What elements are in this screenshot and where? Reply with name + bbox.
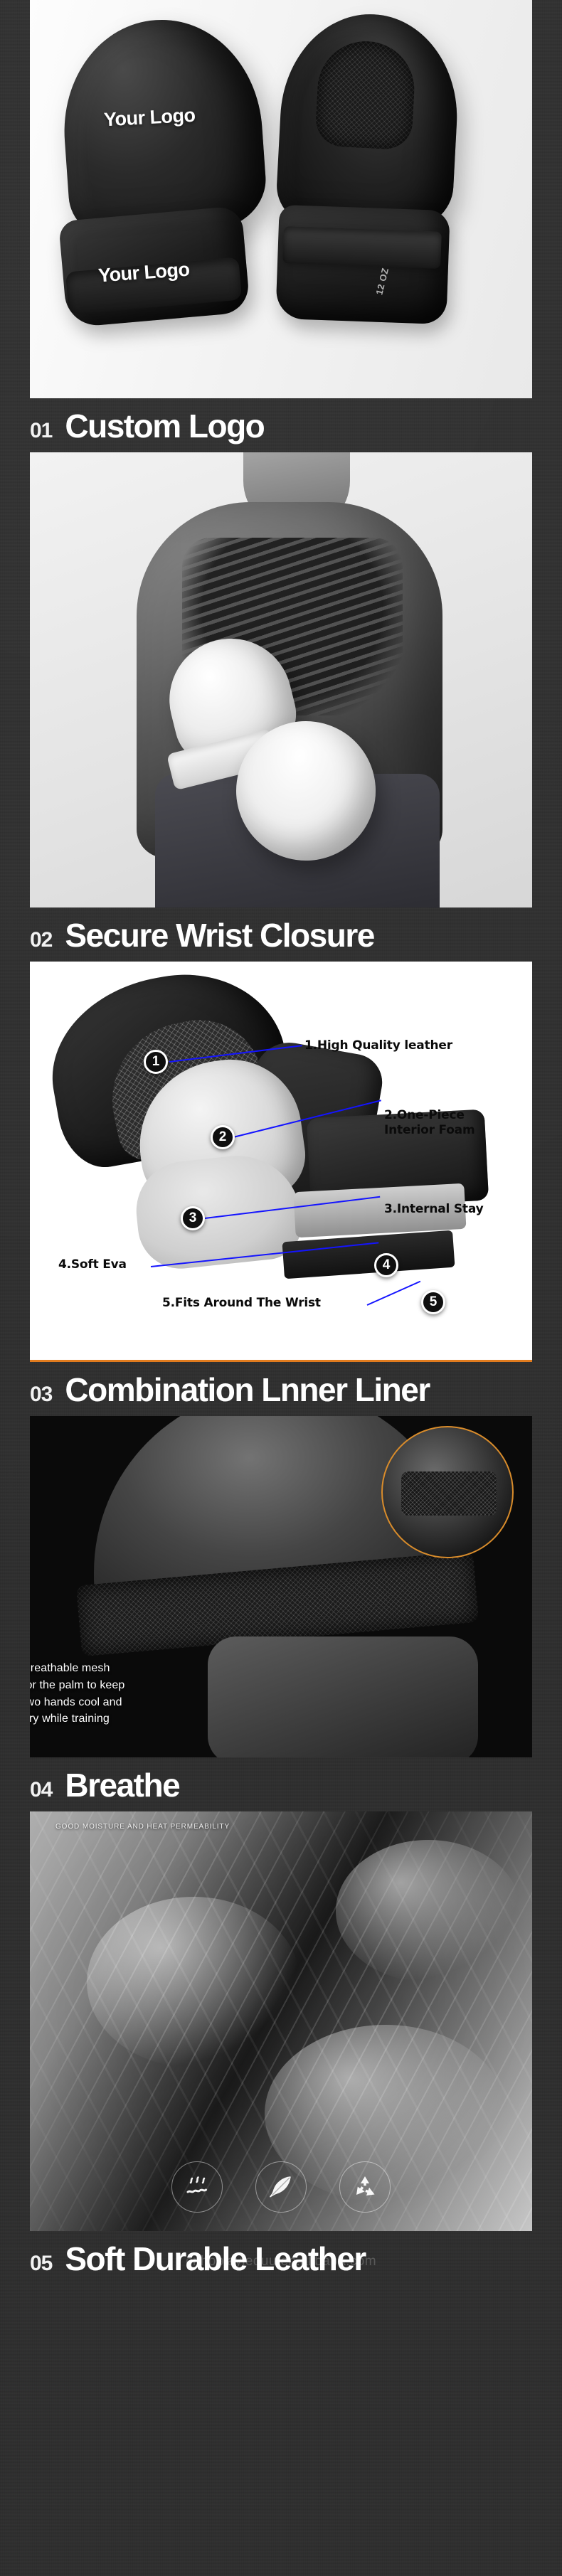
overlay-line-1: Breathable mesh <box>30 1662 110 1675</box>
leather-highlight-a <box>87 1897 300 2067</box>
glove-wrist-strap <box>282 226 442 269</box>
leather-feature-icons <box>30 2161 532 2213</box>
breathable-mesh-photo: Breathable mesh for the palm to keep two… <box>30 1416 532 1757</box>
section-heading-05: 05 Soft Durable Leather <box>0 2231 562 2285</box>
moisture-waves-icon <box>171 2161 223 2213</box>
exploded-diagram: 1 2 3 4 5 1.High Quality leather 2.One-P… <box>30 962 532 1360</box>
section-title: Custom Logo <box>65 408 265 445</box>
overlay-line-3: two hands cool and <box>30 1696 122 1708</box>
callout-badge-3: 3 <box>181 1206 205 1230</box>
callout-badge-4: 4 <box>374 1253 398 1277</box>
recycle-icon <box>339 2161 391 2213</box>
callout-label-5: 5.Fits Around The Wrist <box>162 1296 321 1310</box>
section-title: Soft Durable Leather <box>65 2240 366 2277</box>
section-heading-04: 04 Breathe <box>0 1757 562 1811</box>
callout-badge-5: 5 <box>421 1290 445 1314</box>
section-number: 03 <box>30 1383 53 1406</box>
feather-icon <box>255 2161 307 2213</box>
callout-label-2-line2: Interior Foam <box>384 1122 475 1137</box>
callout-label-1: 1.High Quality leather <box>304 1038 452 1053</box>
section-combination-inner-liner: 1 2 3 4 5 1.High Quality leather 2.One-P… <box>0 962 562 1416</box>
callout-badge-1: 1 <box>144 1050 168 1074</box>
glove-palm <box>208 1636 478 1757</box>
detail-zoom-circle <box>381 1426 514 1558</box>
overlay-line-4: dry while training <box>30 1713 110 1725</box>
section-secure-wrist-closure: 02 Secure Wrist Closure <box>0 452 562 962</box>
leather-highlight-c <box>336 1840 521 1982</box>
section-heading-01: 01 Custom Logo <box>0 398 562 452</box>
breathe-overlay-text: Breathable mesh for the palm to keep two… <box>30 1660 236 1728</box>
section-heading-02: 02 Secure Wrist Closure <box>0 908 562 962</box>
overlay-line-2: for the palm to keep <box>30 1678 125 1691</box>
section-title: Combination Lnner Liner <box>65 1371 430 1408</box>
callout-label-2-line1: 2.One-Piece <box>384 1108 465 1122</box>
section-number: 01 <box>30 419 53 442</box>
section-number: 02 <box>30 928 53 952</box>
section-custom-logo: Your Logo Your Logo 12 OZ 01 Custom Logo <box>0 0 562 452</box>
callout-badge-2: 2 <box>211 1125 235 1149</box>
boxer-photo <box>30 452 532 908</box>
product-detail-page: Your Logo Your Logo 12 OZ 01 Custom Logo… <box>0 0 562 2285</box>
callout-label-4: 4.Soft Eva <box>58 1257 127 1272</box>
callout-label-2: 2.One-Piece Interior Foam <box>384 1108 475 1137</box>
section-title: Secure Wrist Closure <box>65 917 375 954</box>
callout-label-3: 3.Internal Stay <box>384 1202 484 1216</box>
section-title: Breathe <box>65 1767 180 1804</box>
section-heading-03: 03 Combination Lnner Liner <box>0 1362 562 1416</box>
glove-product-image: Your Logo Your Logo 12 OZ <box>30 0 532 398</box>
accent-divider <box>30 1360 532 1362</box>
diagram-wrist-wrap <box>282 1230 455 1279</box>
section-breathe: Breathable mesh for the palm to keep two… <box>0 1416 562 1811</box>
leather-caption: GOOD MOISTURE AND HEAT PERMEABILITY <box>55 1823 230 1831</box>
callout-line-5 <box>366 1280 421 1306</box>
section-number: 05 <box>30 2252 53 2275</box>
leather-texture-photo: GOOD MOISTURE AND HEAT PERMEABILITY <box>30 1811 532 2231</box>
section-number: 04 <box>30 1778 53 1801</box>
section-soft-durable-leather: GOOD MOISTURE AND HEAT PERMEABILITY <box>0 1811 562 2285</box>
